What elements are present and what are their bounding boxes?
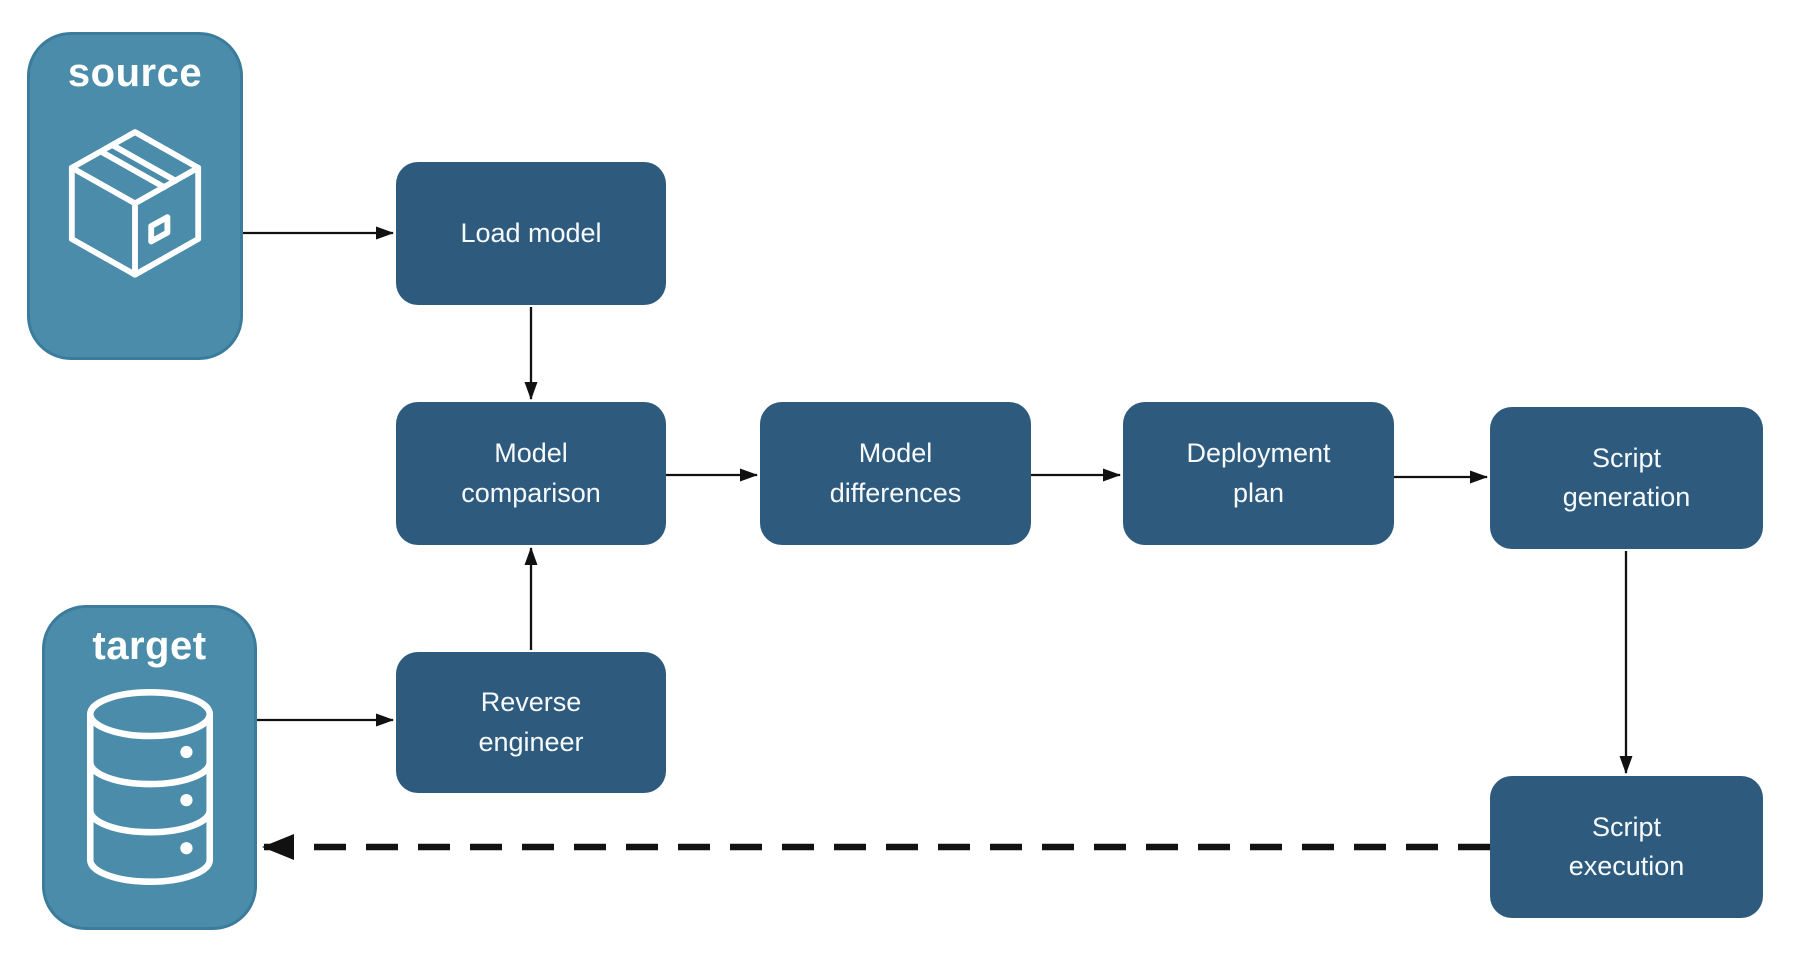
node-load-model: Load model xyxy=(396,162,666,305)
package-icon xyxy=(68,129,202,278)
target-label: target xyxy=(92,624,207,668)
node-script-execution: Script execution xyxy=(1490,776,1763,918)
node-script-generation-label: Script generation xyxy=(1562,442,1691,512)
node-load-model-label: Load model xyxy=(460,217,602,248)
node-model-differences: Model differences xyxy=(760,402,1031,545)
database-icon xyxy=(86,689,213,885)
source-label: source xyxy=(67,51,203,95)
node-reverse-engineer: Reverse engineer xyxy=(396,652,666,793)
node-deployment-plan-label: Deployment plan xyxy=(1186,438,1331,508)
node-script-execution-label: Script execution xyxy=(1568,811,1685,881)
node-script-generation: Script generation xyxy=(1490,407,1763,549)
source-node: source xyxy=(27,32,243,360)
node-model-comparison-label: Model comparison xyxy=(461,438,601,508)
node-reverse-engineer-label: Reverse engineer xyxy=(478,687,584,757)
node-deployment-plan: Deployment plan xyxy=(1123,402,1394,545)
target-node: target xyxy=(42,605,257,930)
node-model-differences-label: Model differences xyxy=(829,438,962,508)
node-model-comparison: Model comparison xyxy=(396,402,666,545)
